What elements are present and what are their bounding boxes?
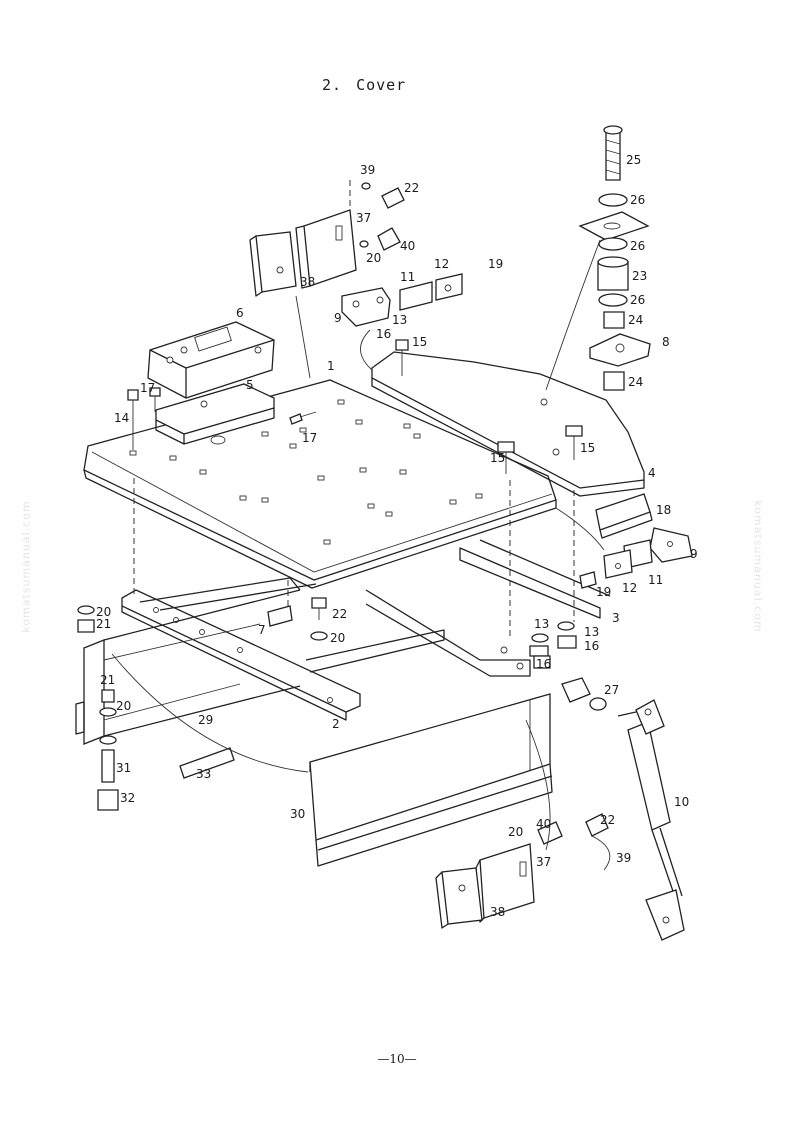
label-part-22b: 22 [332,607,347,621]
label-part-40b: 40 [536,817,551,831]
gas-spring-10 [617,699,685,941]
label-part-20a: 20 [366,251,381,265]
label-part-11b: 11 [648,573,663,587]
bracket-assembly-lower [435,813,609,929]
hinge-upper [341,273,463,327]
label-part-12a: 12 [434,257,449,271]
label-part-38a: 38 [300,275,315,289]
label-part-29: 29 [198,713,213,727]
leader-lines [111,180,611,871]
fasteners [77,339,607,811]
label-part-11a: 11 [400,270,415,284]
label-part-24b: 24 [628,375,643,389]
label-part-39b: 39 [616,851,631,865]
front-cover-30 [309,693,553,867]
label-part-6: 6 [236,306,244,320]
label-part-40a: 40 [400,239,415,253]
label-part-8: 8 [662,335,670,349]
bracket-assembly-upper [249,182,405,297]
page-number: —10— [377,1052,417,1066]
label-part-3: 3 [612,611,620,625]
label-part-37b: 37 [536,855,551,869]
label-part-1: 1 [327,359,335,373]
label-part-21a: 21 [96,617,111,631]
label-part-21b: 21 [100,673,115,687]
label-part-16c: 16 [584,639,599,653]
label-part-23: 23 [632,269,647,283]
label-part-32: 32 [120,791,135,805]
label-part-17b: 17 [302,431,317,445]
label-part-13c: 13 [584,625,599,639]
label-part-19a: 19 [488,257,503,271]
label-part-33: 33 [196,767,211,781]
label-part-20e: 20 [508,825,523,839]
label-part-13b: 13 [534,617,549,631]
label-part-26c: 26 [630,293,645,307]
label-part-17a: 17 [140,381,155,395]
box-cover [147,321,275,399]
label-part-27: 27 [604,683,619,697]
label-part-26b: 26 [630,239,645,253]
label-part-15a: 15 [412,335,427,349]
label-part-30: 30 [290,807,305,821]
section-title: 2. Cover [322,76,406,94]
label-part-4: 4 [648,466,656,480]
label-part-39a: 39 [360,163,375,177]
label-part-2: 2 [332,717,340,731]
label-part-26a: 26 [630,193,645,207]
mounting-bracket-5 [155,383,275,445]
section-name: Cover [356,76,407,94]
label-part-19b: 19 [596,585,611,599]
label-part-9b: 9 [690,547,698,561]
label-part-10: 10 [674,795,689,809]
part-labels: 1 2 3 4 5 6 7 8 9 9 10 11 11 12 12 13 13… [96,153,698,919]
cover-plate [83,379,557,589]
label-part-5: 5 [246,378,254,392]
label-part-16a: 16 [376,327,391,341]
label-part-31: 31 [116,761,131,775]
label-part-9a: 9 [334,311,342,325]
label-part-37a: 37 [356,211,371,225]
label-part-18: 18 [656,503,671,517]
label-part-13a: 13 [392,313,407,327]
label-part-16b: 16 [536,657,551,671]
label-part-20c: 20 [96,605,111,619]
label-part-12b: 12 [622,581,637,595]
label-part-38b: 38 [490,905,505,919]
label-part-24a: 24 [628,313,643,327]
channel-18 [595,493,653,539]
section-number: 2. [322,76,343,94]
label-part-14: 14 [114,411,129,425]
label-part-22a: 22 [404,181,419,195]
label-part-22c: 22 [600,813,615,827]
label-part-25: 25 [626,153,641,167]
mount-stack [578,125,651,391]
label-part-20b: 20 [330,631,345,645]
hinge-lower [603,527,693,579]
label-part-20d: 20 [116,699,131,713]
label-part-15b: 15 [490,451,505,465]
label-part-15c: 15 [580,441,595,455]
label-part-7: 7 [258,623,266,637]
